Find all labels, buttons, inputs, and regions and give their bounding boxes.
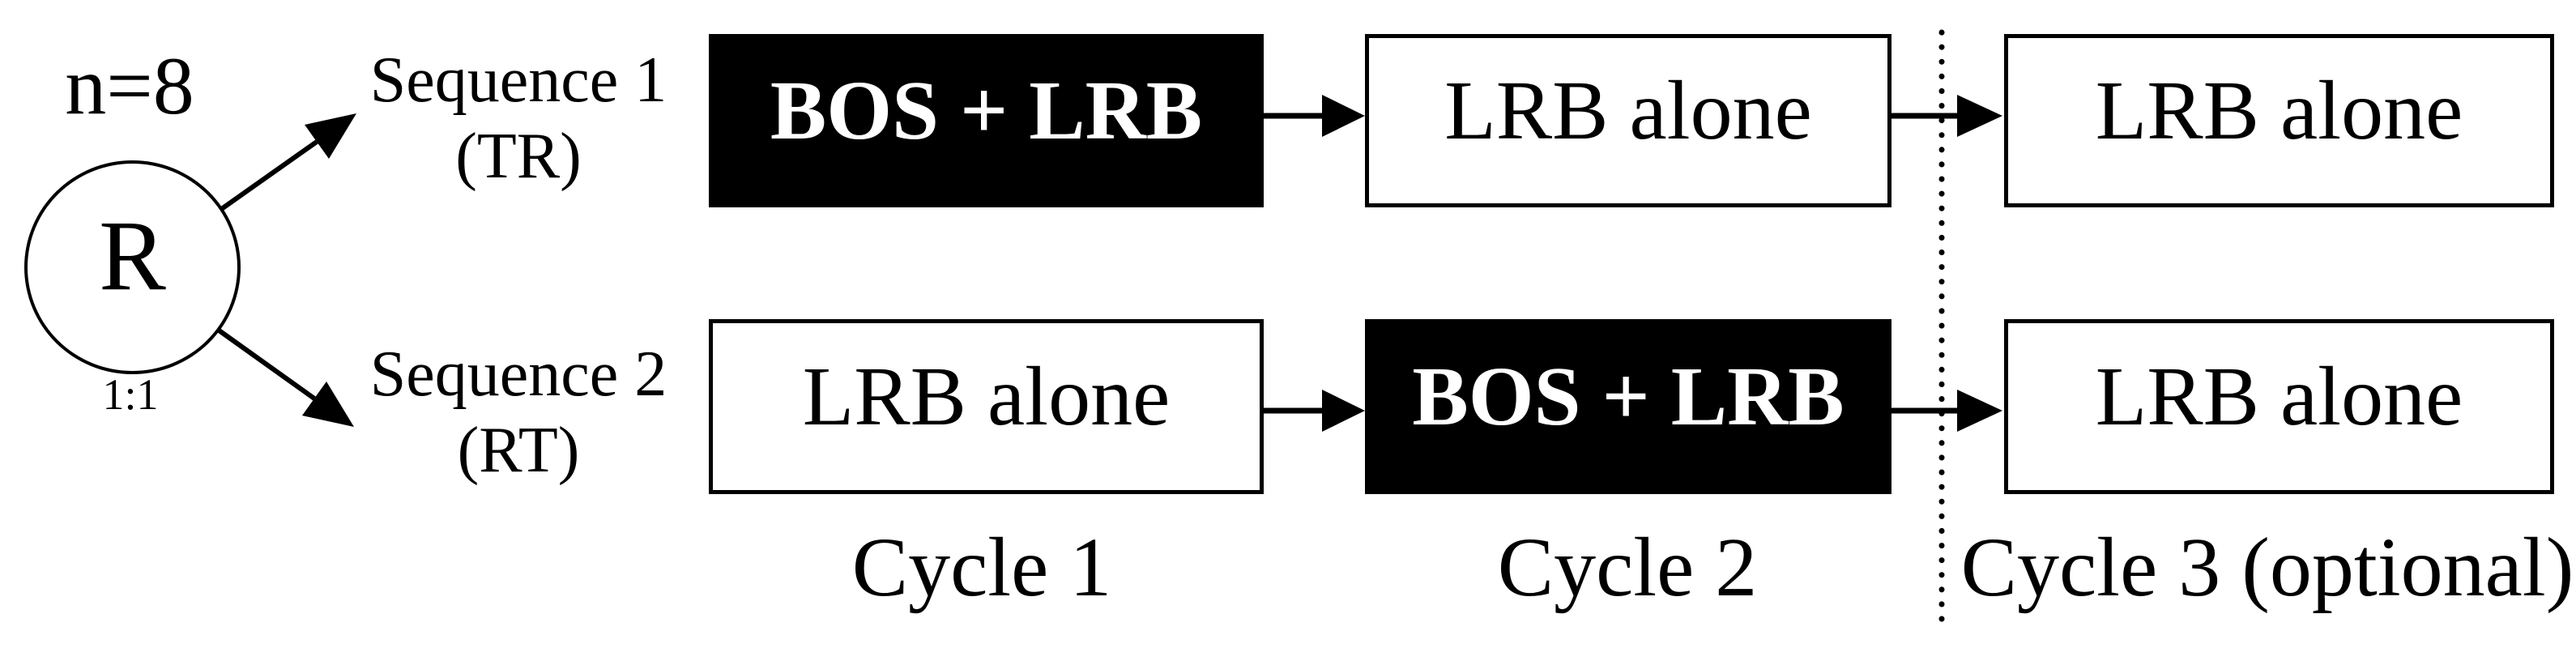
sequence-1-label: Sequence 1 (TR): [356, 42, 680, 194]
cycle-2-label: Cycle 2: [1497, 521, 1758, 614]
arrow-seq2-cycle2-to-cycle3-icon: [1891, 390, 2002, 432]
treatment-box-seq2-cycle3: LRB alone: [2004, 319, 2554, 494]
randomization-circle: R: [24, 160, 241, 374]
treatment-box-seq2-cycle1: LRB alone: [709, 319, 1264, 494]
allocation-ratio-label: 1:1: [102, 370, 159, 419]
sequence-2-name: Sequence 2: [369, 339, 667, 410]
treatment-box-seq1-cycle1: BOS + LRB: [709, 34, 1264, 207]
sequence-2-code: (RT): [457, 415, 580, 486]
randomization-arrow-seq2-icon: [216, 327, 354, 427]
sequence-1-code: (TR): [455, 121, 582, 192]
treatment-box-seq1-cycle3: LRB alone: [2004, 34, 2554, 207]
arrow-seq1-cycle1-to-cycle2-icon: [1264, 95, 1365, 137]
sequence-2-label: Sequence 2 (RT): [356, 336, 680, 488]
treatment-box-seq2-cycle2: BOS + LRB: [1365, 319, 1891, 494]
randomization-r-label: R: [99, 200, 166, 311]
cycle-3-label: Cycle 3 (optional): [1960, 521, 2574, 614]
arrow-seq1-cycle2-to-cycle3-icon: [1891, 95, 2002, 137]
sequence-1-name: Sequence 1: [369, 45, 667, 116]
arrow-seq2-cycle1-to-cycle2-icon: [1264, 390, 1365, 432]
sample-size-label: n=8: [65, 40, 194, 132]
randomization-arrow-seq1-icon: [219, 113, 356, 212]
cycle-1-label: Cycle 1: [851, 521, 1112, 614]
treatment-box-seq1-cycle2: LRB alone: [1365, 34, 1891, 207]
